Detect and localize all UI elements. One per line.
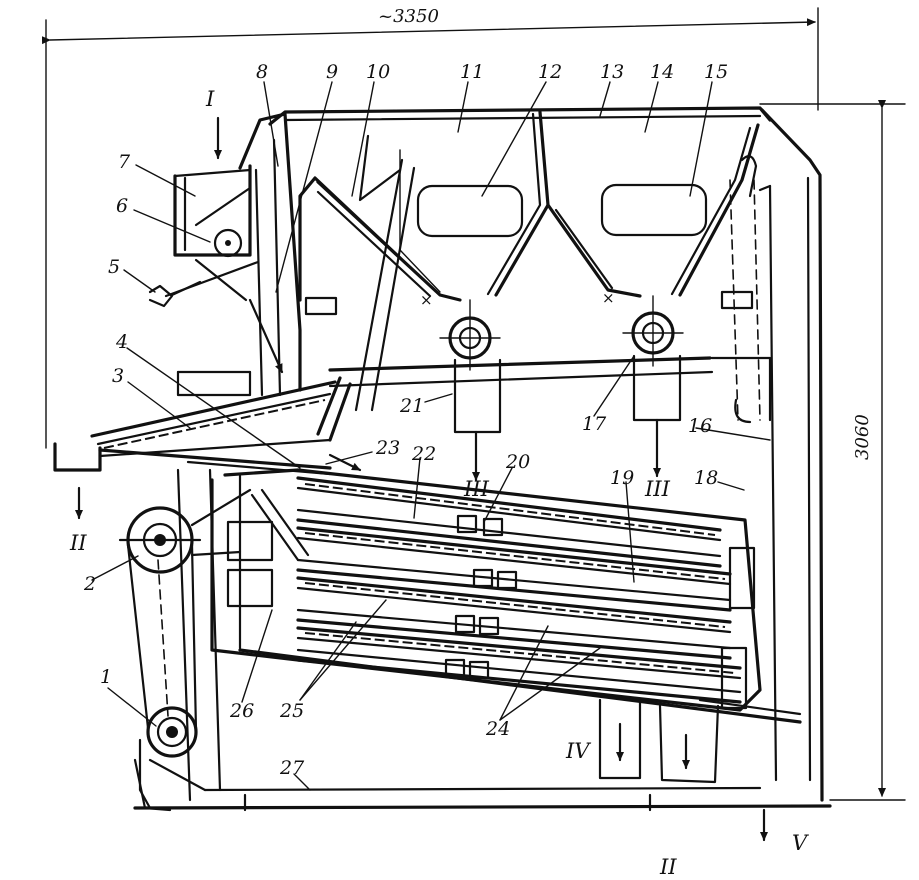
drive-mechanism	[118, 468, 252, 810]
sieve-deck-2	[296, 526, 732, 612]
callout-11: 11	[460, 61, 484, 83]
flow-arrows	[75, 418, 768, 842]
flow-label-light-b: III	[644, 477, 671, 501]
callout-19: 19	[610, 467, 634, 489]
motor-pulley	[146, 706, 198, 758]
flow-label-outlet-bottom: II	[659, 855, 677, 879]
callout-17: 17	[582, 413, 607, 435]
air-ducts	[248, 134, 772, 424]
callout-4: 4	[115, 331, 128, 353]
callout-24: 24	[485, 718, 510, 740]
leader-lines	[91, 81, 771, 791]
flow-label-inlet: I	[205, 87, 215, 111]
callout-18: 18	[694, 467, 718, 489]
height-dimension-label: 3060	[852, 414, 873, 460]
callout-9: 9	[326, 61, 338, 83]
flow-label-light-a: III	[463, 477, 490, 501]
callout-10: 10	[366, 61, 390, 83]
callout-1: 1	[100, 666, 112, 688]
callout-labels: 1 2 3 4 5 6 7 8 9 10 11 12 13 14 15 16 1…	[83, 61, 728, 779]
flow-labels: I II II III III IV V	[69, 87, 809, 879]
svg-text:×: ×	[602, 289, 615, 307]
callout-8: 8	[256, 61, 268, 83]
window-right	[600, 183, 708, 237]
sieve-deck-3	[296, 576, 732, 660]
flow-label-v: V	[792, 831, 809, 855]
callout-22: 22	[411, 443, 436, 465]
inlet-hopper	[148, 116, 260, 308]
callout-15: 15	[704, 61, 728, 83]
callout-12: 12	[538, 61, 562, 83]
sieve-deck-1	[296, 476, 722, 568]
sieve-clamps	[444, 514, 518, 680]
housing	[133, 106, 832, 812]
callout-27: 27	[279, 757, 305, 779]
sieve-deck-4	[296, 626, 742, 704]
callout-6: 6	[116, 195, 128, 217]
callout-2: 2	[83, 573, 96, 595]
callout-13: 13	[600, 61, 624, 83]
callout-20: 20	[505, 451, 530, 473]
callout-3: 3	[112, 365, 124, 387]
width-dimension-label: ~3350	[378, 6, 439, 27]
flow-label-iv: IV	[565, 739, 591, 763]
callout-23: 23	[375, 437, 400, 459]
flow-label-outlet-left: II	[69, 531, 87, 555]
callout-26: 26	[229, 700, 254, 722]
window-left	[416, 184, 524, 238]
callout-7: 7	[118, 151, 131, 173]
height-dimension: 3060	[759, 100, 906, 801]
callout-25: 25	[279, 700, 304, 722]
scalping-deck	[53, 370, 352, 476]
callout-16: 16	[688, 415, 712, 437]
aspiration-chambers: × ×	[316, 110, 772, 434]
callout-14: 14	[650, 61, 674, 83]
width-dimension: ~3350	[41, 6, 819, 449]
svg-text:×: ×	[420, 291, 433, 309]
callout-21: 21	[399, 395, 424, 417]
feed-roller	[213, 228, 243, 258]
callout-5: 5	[108, 256, 120, 278]
